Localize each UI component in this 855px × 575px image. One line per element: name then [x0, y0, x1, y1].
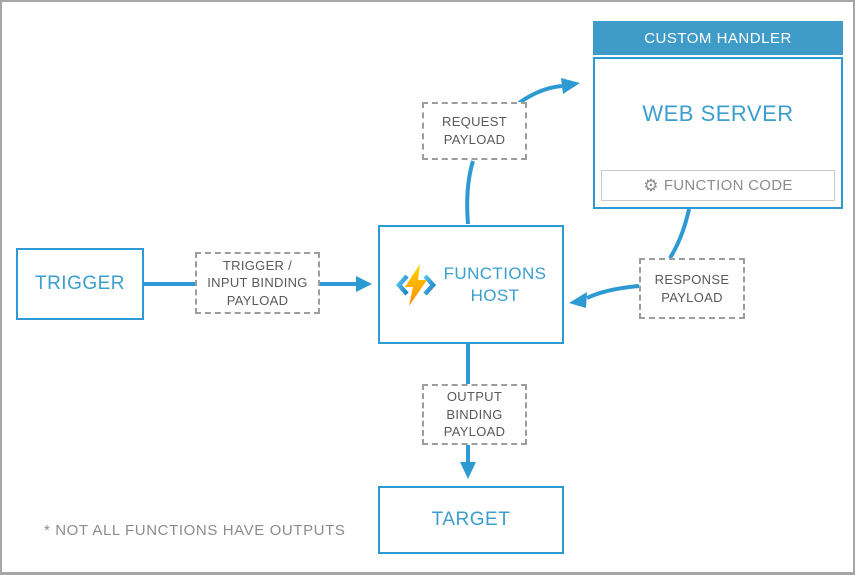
- web-server-box: WEB SERVER ⚙ FUNCTION CODE: [593, 57, 843, 209]
- request-payload-line-2: PAYLOAD: [443, 132, 506, 147]
- trigger-payload-line-1: TRIGGER /: [222, 257, 293, 273]
- function-code-label: FUNCTION CODE: [663, 177, 793, 194]
- output-payload-line-2: BINDING: [446, 406, 503, 422]
- request-payload-line-1: REQUEST: [442, 114, 507, 130]
- arrow-webserver-to-response-payload: [668, 208, 691, 260]
- arrowhead-trigger-to-host: [356, 276, 372, 292]
- custom-handler-node: CUSTOM HANDLER WEB SERVER ⚙ FUNCTION COD…: [593, 21, 843, 209]
- request-payload-label: REQUEST PAYLOAD: [442, 113, 507, 148]
- response-payload-line-1: RESPONSE: [654, 271, 730, 287]
- azure-functions-icon: [395, 263, 436, 306]
- arrowhead-host-to-target: [460, 462, 476, 479]
- trigger-label: TRIGGER: [34, 273, 126, 294]
- trigger-payload-line-3: PAYLOAD: [226, 292, 289, 308]
- trigger-input-binding-payload-node: TRIGGER / INPUT BINDING PAYLOAD: [195, 252, 320, 314]
- functions-host-line-2: HOST: [470, 285, 520, 305]
- functions-host-label: FUNCTIONS HOST: [444, 263, 547, 306]
- target-label: TARGET: [431, 509, 511, 530]
- arrow-host-to-request-payload: [465, 160, 475, 225]
- trigger-payload-line-2: INPUT BINDING: [207, 275, 308, 291]
- functions-host-node: FUNCTIONS HOST: [378, 225, 564, 344]
- custom-handler-header: CUSTOM HANDLER: [593, 21, 843, 55]
- custom-handler-header-label: CUSTOM HANDLER: [644, 29, 792, 47]
- trigger-payload-label: TRIGGER / INPUT BINDING PAYLOAD: [207, 257, 307, 310]
- trigger-node: TRIGGER: [16, 248, 144, 320]
- arrow-request-payload-to-webserver: [517, 84, 563, 105]
- response-payload-line-2: PAYLOAD: [661, 289, 723, 305]
- response-payload-label: RESPONSE PAYLOAD: [655, 271, 730, 306]
- target-node: TARGET: [378, 486, 564, 554]
- request-payload-node: REQUEST PAYLOAD: [422, 102, 527, 160]
- functions-host-line-1: FUNCTIONS: [443, 264, 547, 284]
- output-binding-payload-label: OUTPUT BINDING PAYLOAD: [444, 388, 506, 441]
- output-payload-line-3: PAYLOAD: [443, 424, 506, 440]
- function-code-box: ⚙ FUNCTION CODE: [601, 170, 835, 201]
- output-payload-line-1: OUTPUT: [446, 389, 503, 405]
- footnote: * NOT ALL FUNCTIONS HAVE OUTPUTS: [44, 522, 346, 539]
- gear-icon: ⚙: [643, 176, 659, 195]
- output-binding-payload-node: OUTPUT BINDING PAYLOAD: [422, 384, 527, 445]
- web-server-label: WEB SERVER: [642, 101, 794, 126]
- arrowhead-request-payload-to-webserver: [561, 78, 580, 94]
- response-payload-node: RESPONSE PAYLOAD: [639, 258, 745, 319]
- arrow-response-payload-to-host: [586, 284, 640, 300]
- arrowhead-response-payload-to-host: [569, 292, 587, 308]
